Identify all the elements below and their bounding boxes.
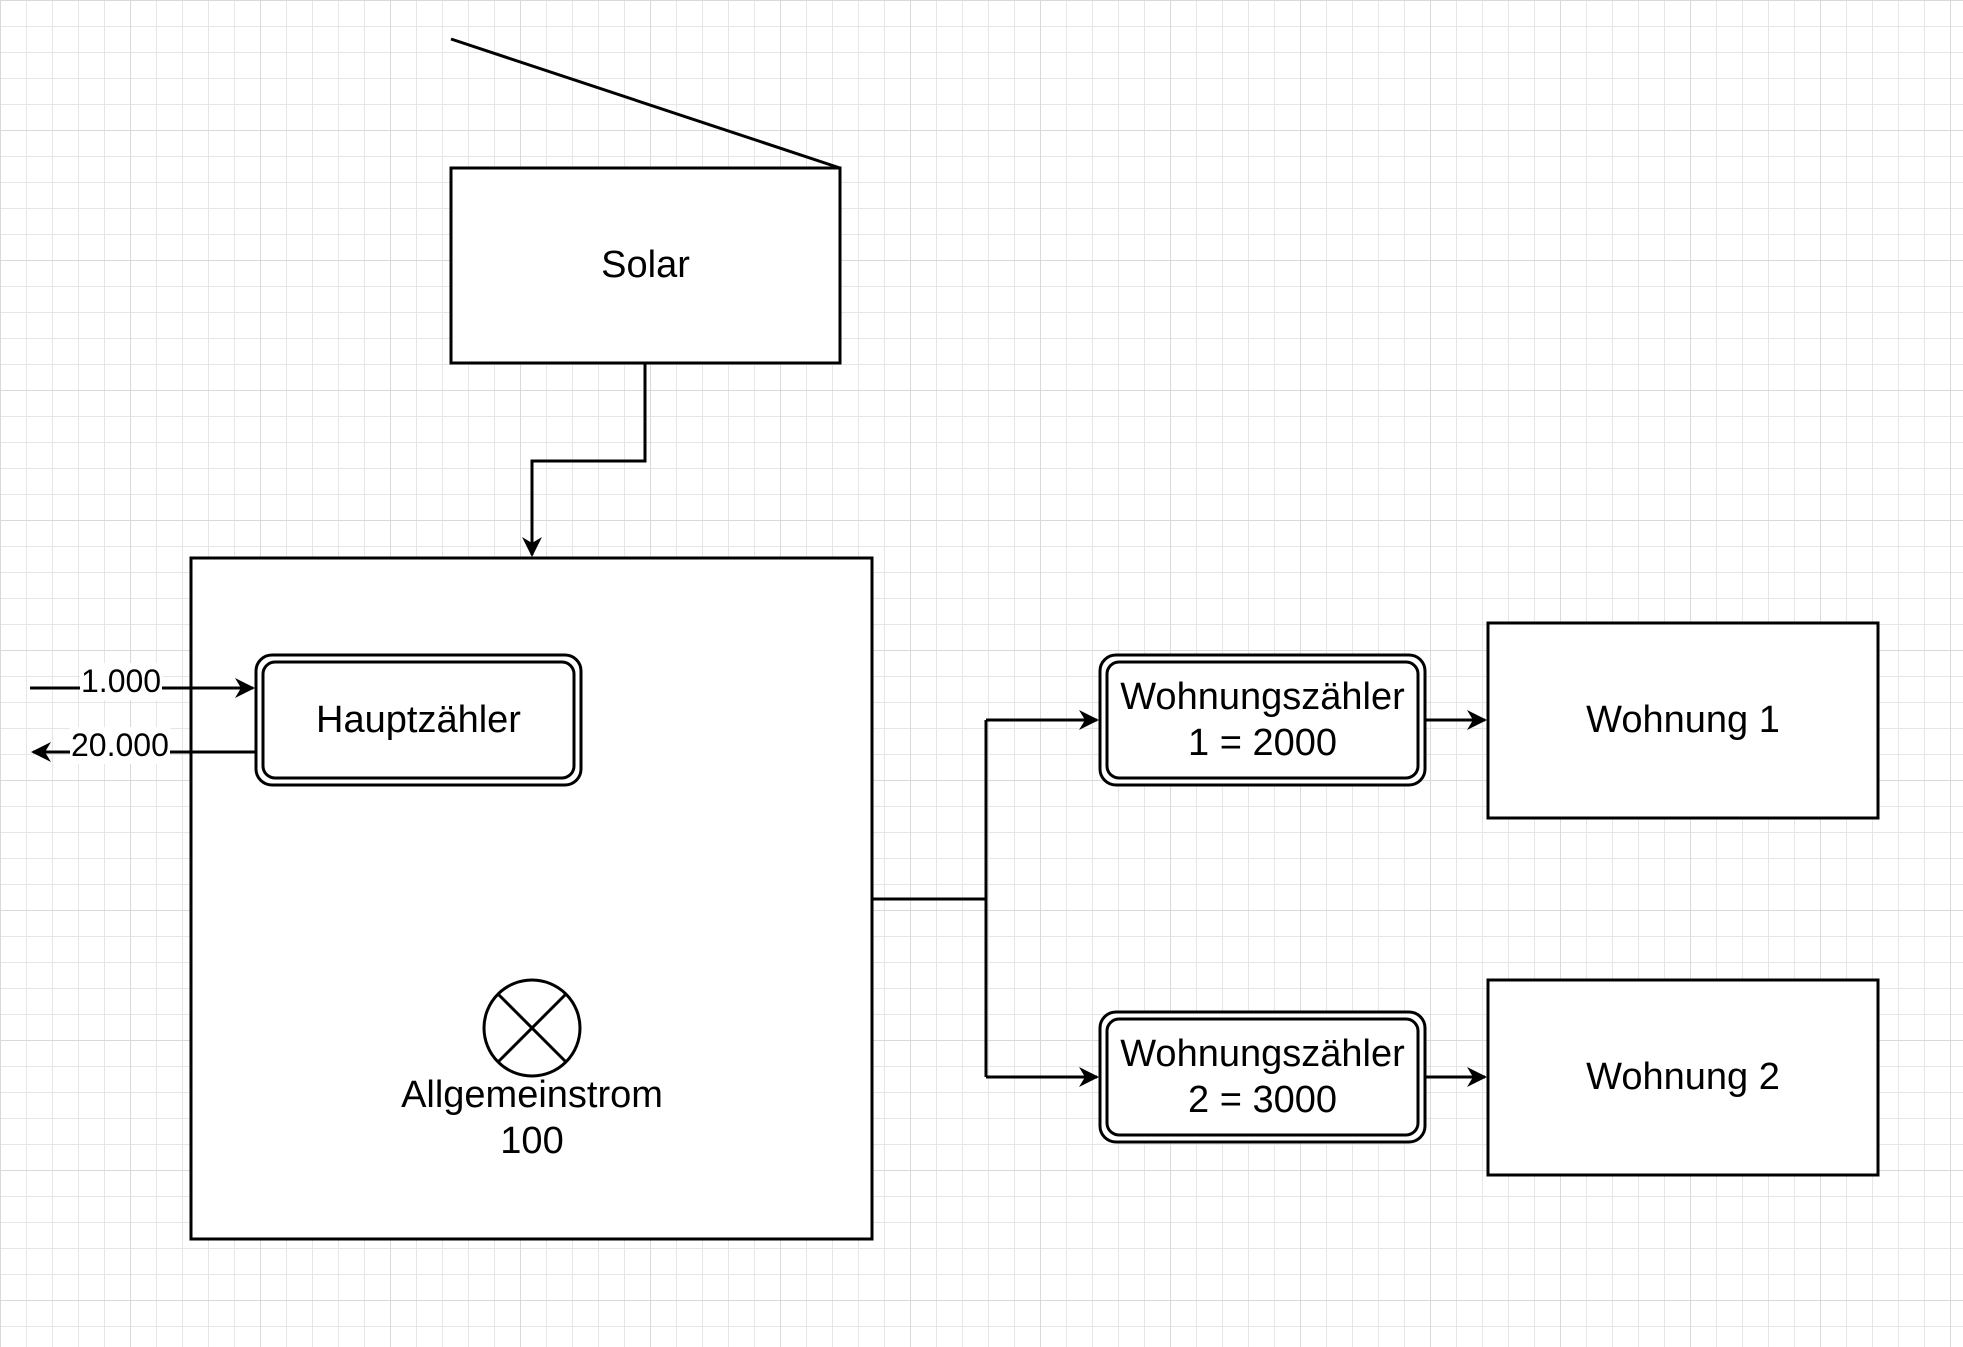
wohnung2-box[interactable] (1486, 978, 1880, 1177)
hauptzaehler-text: Hauptzähler (316, 698, 521, 741)
wohnung2-text: Wohnung 2 (1586, 1056, 1780, 1099)
wohnung1-label: Wohnung 1 (1488, 623, 1878, 818)
solar-label: Solar (451, 168, 840, 363)
wz2-text-line1: Wohnungszähler (1120, 1032, 1405, 1075)
wz2-label: Wohnungszähler 2 = 3000 (1100, 1012, 1425, 1142)
hauptzaehler-inner-border (261, 660, 576, 780)
grid-export-label: 20.000 (70, 727, 170, 764)
wz1-inner-border (1105, 660, 1420, 780)
solar-connector (522, 363, 647, 557)
allgemeinstrom-text: Allgemeinstrom (401, 1073, 663, 1116)
solar-text: Solar (601, 244, 690, 287)
grid-import-label: 1.000 (80, 663, 163, 700)
wz2-text-line2: 2 = 3000 (1188, 1079, 1337, 1121)
lamp-icon (482, 978, 582, 1078)
wohnung1-box[interactable] (1486, 621, 1880, 820)
wohnung2-label: Wohnung 2 (1488, 980, 1878, 1175)
hauptzaehler-label: Hauptzähler (256, 655, 581, 785)
allgemeinstrom-label: Allgemeinstrom 100 (372, 1070, 692, 1166)
wz2-inner-border (1105, 1017, 1420, 1137)
hauptzaehler-box[interactable] (254, 653, 583, 787)
wohnung1-text: Wohnung 1 (1586, 699, 1780, 742)
wz1-text-line1: Wohnungszähler (1120, 675, 1405, 718)
wz1-text-line2: 1 = 2000 (1188, 722, 1337, 764)
wz1-label: Wohnungszähler 1 = 2000 (1100, 655, 1425, 785)
allgemeinstrom-value: 100 (500, 1120, 564, 1162)
solar-roof-line (450, 37, 841, 170)
